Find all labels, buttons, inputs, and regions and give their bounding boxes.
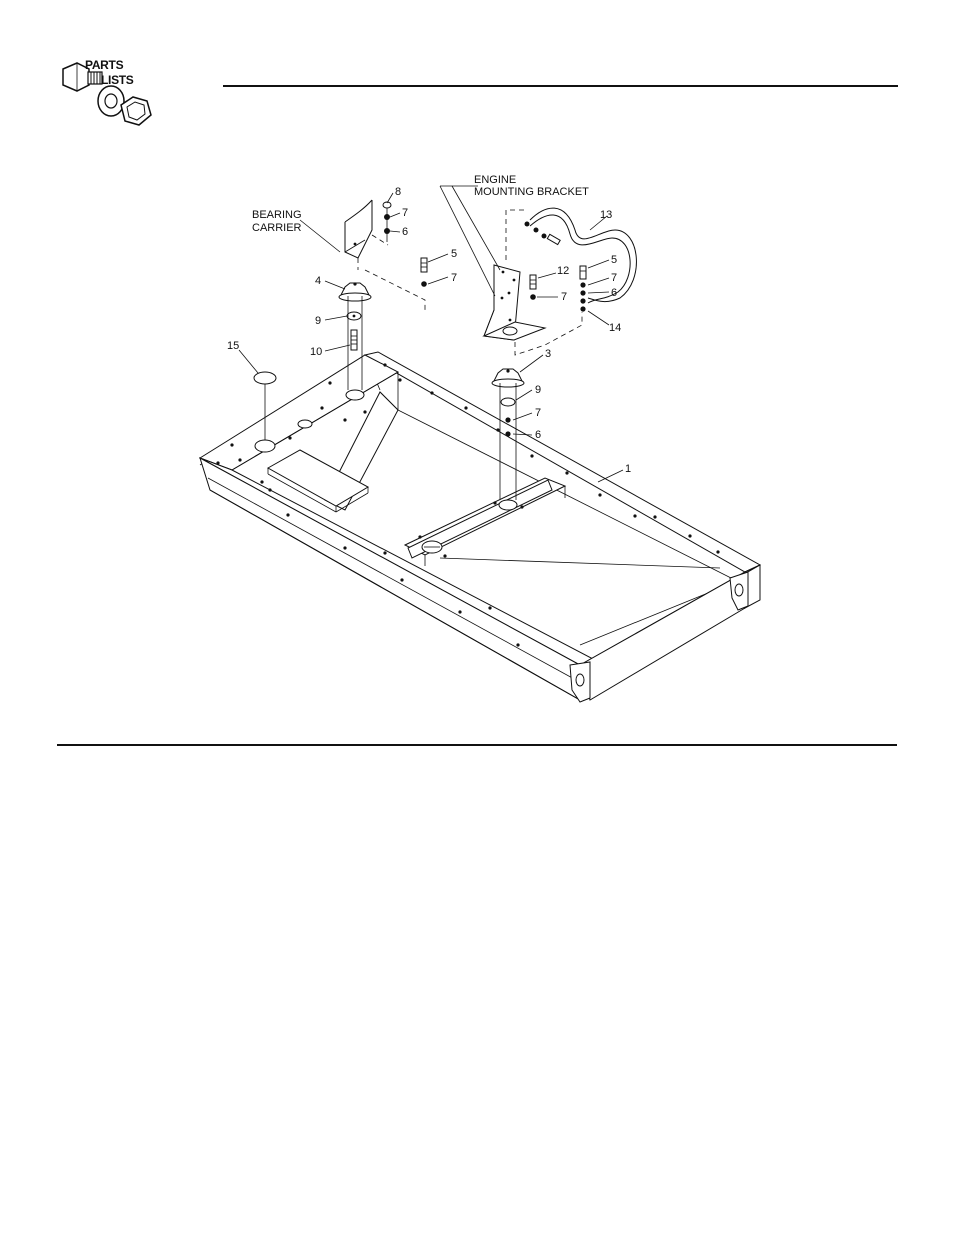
callout-8: 8 bbox=[395, 186, 401, 198]
callout-7: 7 bbox=[451, 272, 457, 284]
label-engine-bracket-line2: MOUNTING BRACKET bbox=[474, 186, 589, 198]
callout-7: 7 bbox=[611, 272, 617, 284]
callout-3: 3 bbox=[545, 348, 551, 360]
label-bearing-carrier-line2: CARRIER bbox=[252, 222, 302, 234]
label-engine-bracket-line1: ENGINE bbox=[474, 174, 516, 186]
callout-12: 12 bbox=[557, 265, 569, 277]
callout-6: 6 bbox=[611, 287, 617, 299]
callout-5: 5 bbox=[451, 248, 457, 260]
label-bearing-carrier-line1: BEARING bbox=[252, 209, 302, 221]
base-frame bbox=[200, 352, 760, 702]
callout-13: 13 bbox=[600, 209, 612, 221]
callout-7: 7 bbox=[535, 407, 541, 419]
callout-1: 1 bbox=[625, 463, 631, 475]
callout-15: 15 bbox=[227, 340, 239, 352]
callout-4: 4 bbox=[315, 275, 321, 287]
callout-6: 6 bbox=[402, 226, 408, 238]
callout-14: 14 bbox=[609, 322, 621, 334]
callout-5: 5 bbox=[611, 254, 617, 266]
leader-lines bbox=[239, 193, 623, 482]
callout-9: 9 bbox=[315, 315, 321, 327]
ground-strap bbox=[525, 208, 637, 303]
callout-10: 10 bbox=[310, 346, 322, 358]
callout-7: 7 bbox=[402, 207, 408, 219]
callout-9: 9 bbox=[535, 384, 541, 396]
callout-6: 6 bbox=[535, 429, 541, 441]
callout-7: 7 bbox=[561, 291, 567, 303]
